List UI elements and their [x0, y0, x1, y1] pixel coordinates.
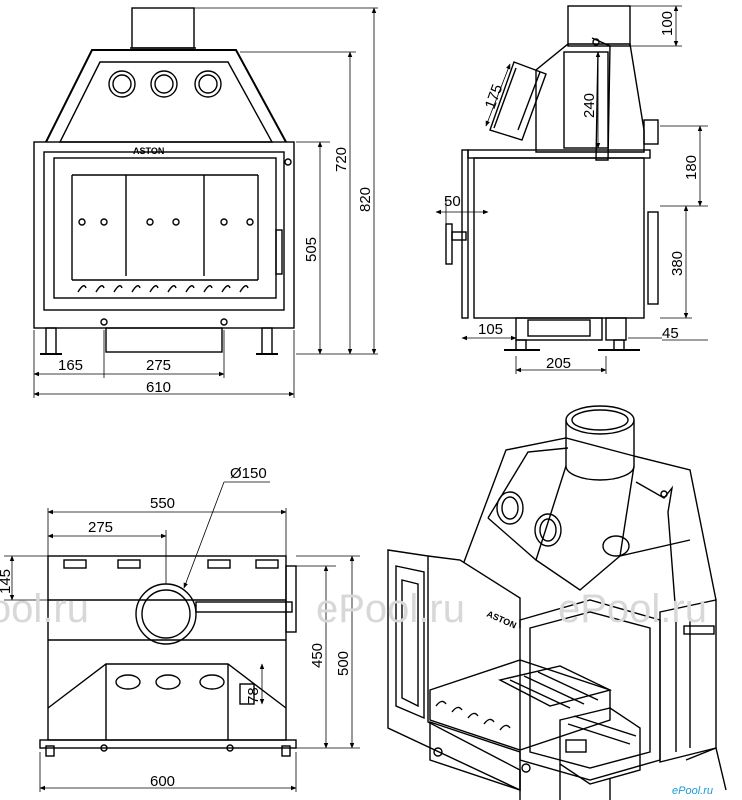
watermark-1: ePool.ru [0, 587, 89, 631]
dim-45: 45 [662, 325, 679, 342]
dim-165: 165 [58, 357, 83, 374]
dim-180: 180 [683, 155, 700, 180]
dim-550: 550 [150, 495, 175, 512]
dim-275-top: 275 [88, 519, 113, 536]
watermark-2: ePool.ru [316, 587, 465, 631]
dim-175: 175 [482, 82, 507, 111]
dim-600: 600 [150, 773, 175, 790]
side-view [445, 5, 659, 351]
side-view-dimensions: 100 240 175 180 380 50 105 45 205 [435, 5, 708, 374]
corner-logo: ePool.ru [672, 785, 713, 797]
dim-610: 610 [146, 379, 171, 396]
dim-205: 205 [546, 355, 571, 372]
watermark-3: ePool.ru [558, 587, 707, 631]
dim-820: 820 [357, 187, 374, 212]
front-view-dimensions: 165 275 610 505 720 820 [33, 7, 378, 398]
dim-78: 78 [245, 687, 262, 704]
dim-50: 50 [444, 193, 461, 210]
dim-500: 500 [335, 651, 352, 676]
dim-145: 145 [0, 569, 14, 594]
dim-720: 720 [333, 147, 350, 172]
top-view-dimensions: Ø150 550 275 145 450 500 78 600 [0, 465, 360, 792]
front-view: ASTON [33, 7, 295, 355]
dim-100: 100 [659, 11, 676, 36]
dim-240: 240 [581, 93, 598, 118]
dim-diameter-150: Ø150 [230, 465, 267, 482]
dim-105: 105 [478, 321, 503, 338]
dim-450: 450 [309, 643, 326, 668]
dim-505: 505 [303, 237, 320, 262]
dim-380: 380 [669, 251, 686, 276]
top-view [39, 555, 297, 757]
brand-logo-iso: ASTON [485, 609, 518, 631]
dim-275: 275 [146, 357, 171, 374]
brand-logo-front: ASTON [133, 146, 164, 156]
